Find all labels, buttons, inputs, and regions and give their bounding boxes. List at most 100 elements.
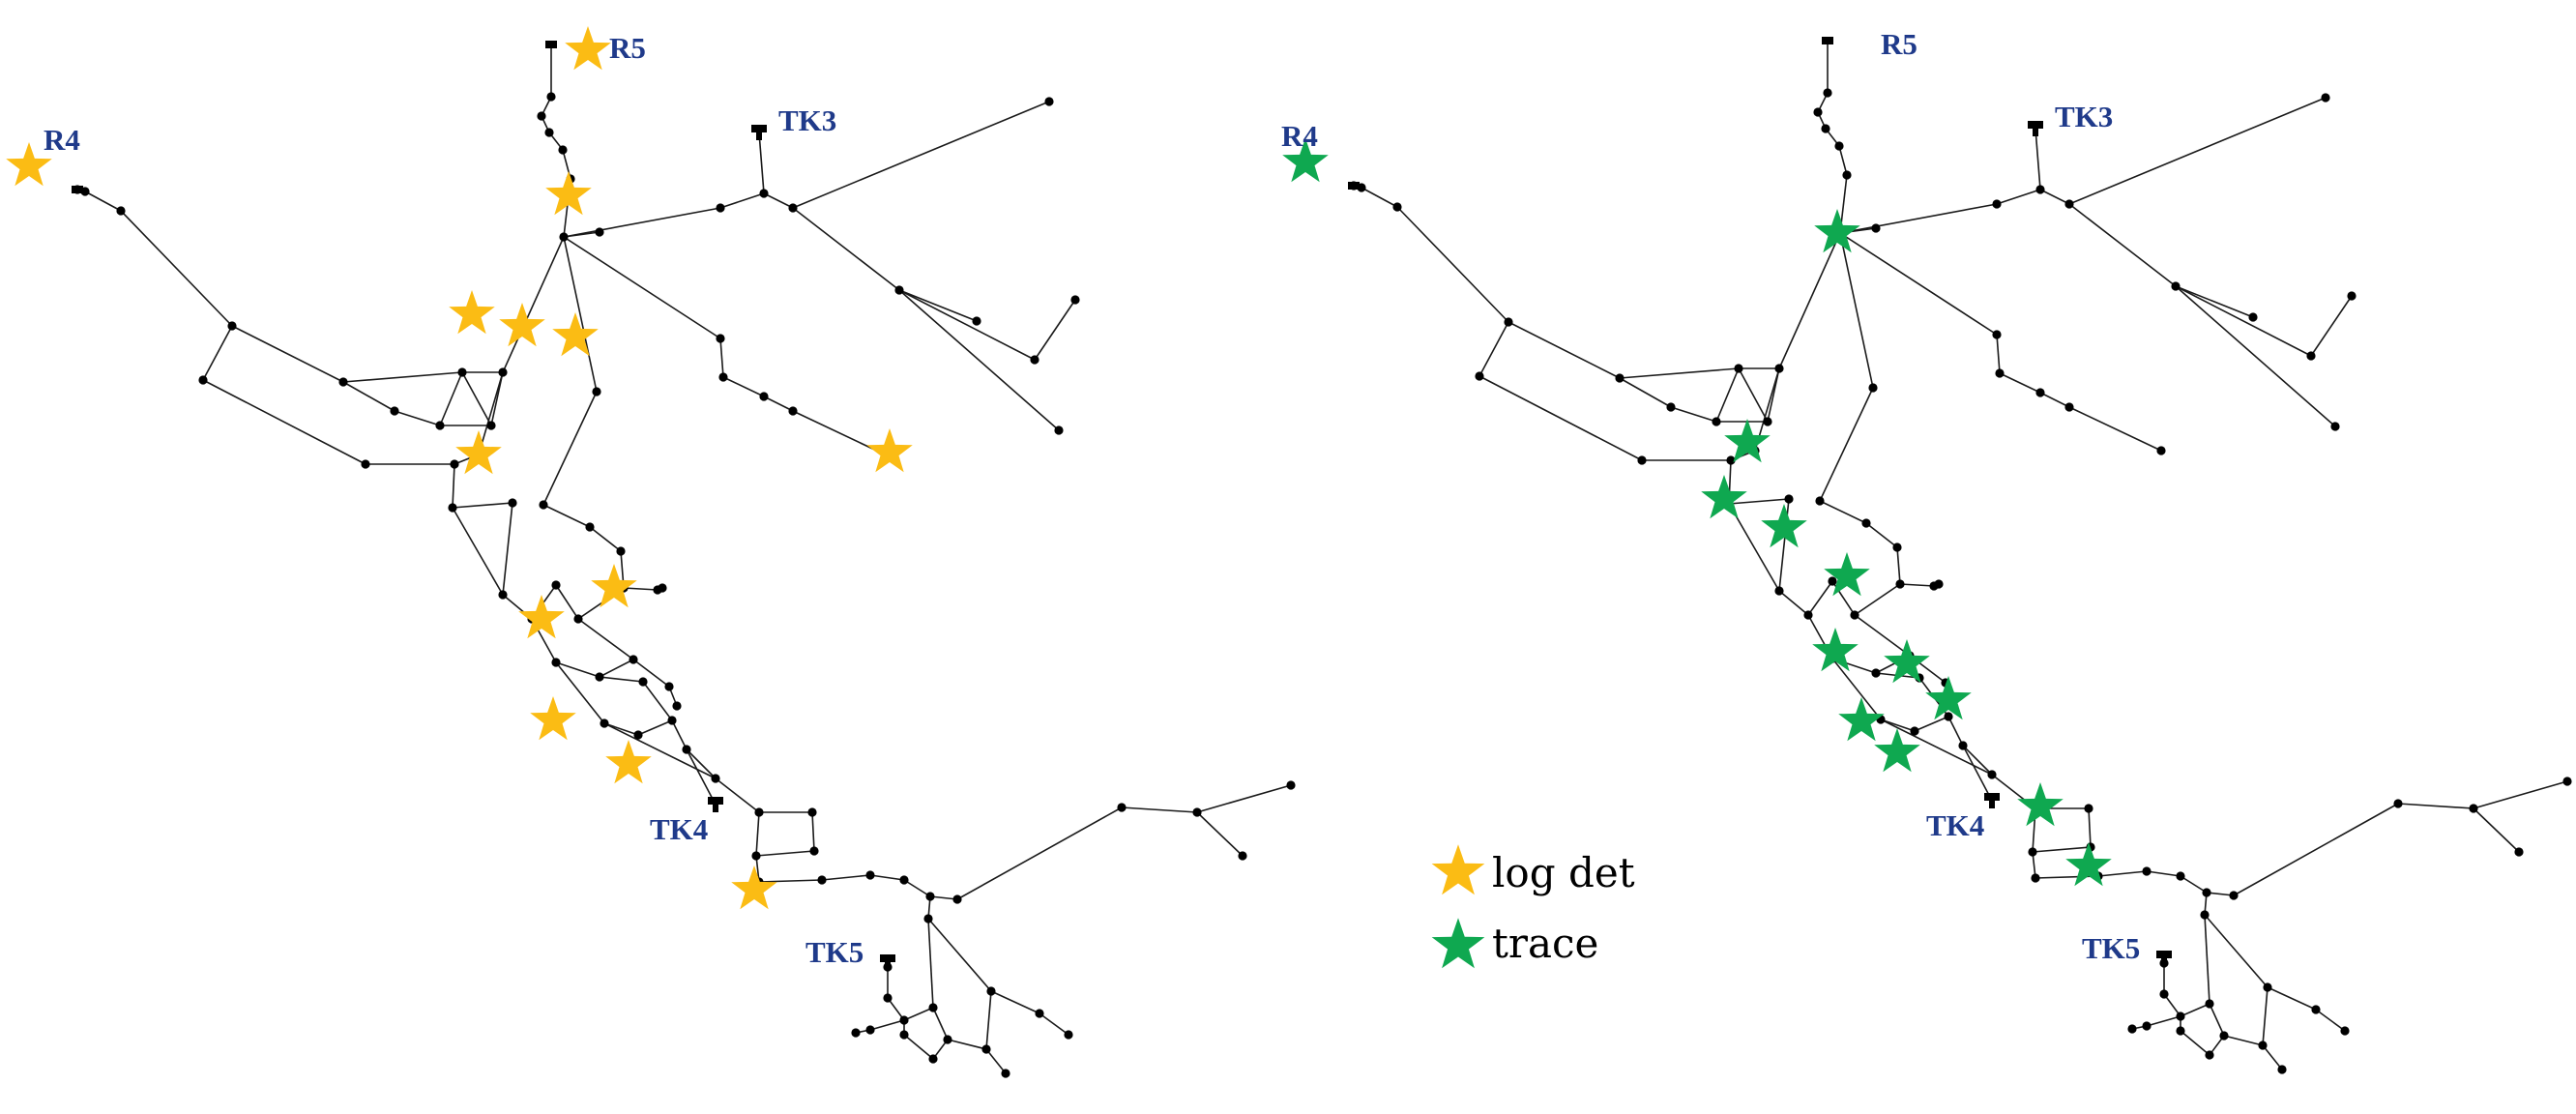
junction-node (925, 892, 935, 901)
pipe-segment (686, 748, 717, 806)
junction-nodes (73, 92, 1296, 1078)
junction-node (1615, 373, 1625, 383)
node-labels: R4 R5 TK3 TK4 TK5 (44, 31, 864, 969)
junction-node (338, 377, 348, 387)
junction-node (1987, 770, 1997, 779)
pipe-segment (599, 676, 644, 683)
junction-node (865, 870, 875, 880)
legend-star-icon-logdet (1431, 844, 1485, 895)
junction-node (1784, 494, 1794, 504)
label-tk4: TK4 (1926, 808, 1984, 842)
junction-node (1001, 1069, 1010, 1078)
pipe-segment (1899, 583, 1935, 587)
pipe-segment (811, 811, 815, 852)
junction-node (672, 701, 682, 711)
pipe-segment (2032, 846, 2092, 853)
junction-node (2321, 93, 2330, 103)
junction-node (809, 846, 819, 856)
pipe-segment (1508, 321, 1621, 379)
junction-node (1192, 807, 1202, 817)
junction-node (1871, 223, 1881, 233)
tank-icon (1984, 793, 2000, 808)
pipe-segment (542, 504, 591, 528)
pipe-segment (719, 337, 724, 378)
pipe-segment (555, 661, 600, 678)
pipe-segment (1039, 1012, 1069, 1036)
pipe-segment (2146, 1015, 2181, 1027)
junction-node (851, 1028, 861, 1038)
pipe-segment (461, 371, 492, 426)
pipe-segment (985, 1048, 1007, 1074)
pipe-segment (763, 192, 794, 209)
pipe-segment (342, 381, 395, 412)
junction-node (2202, 888, 2211, 897)
junction-node (558, 145, 568, 155)
pipe-segment (2175, 285, 2312, 357)
pipe-segment (1670, 406, 1717, 423)
pipe-segment (2223, 1035, 2264, 1046)
junction-node (2393, 799, 2403, 808)
tank-icon (880, 954, 895, 970)
junction-node (508, 498, 517, 508)
pipe-network (1353, 44, 2568, 1070)
pipe-segment (792, 207, 900, 291)
junction-node (711, 774, 720, 783)
pipe-segment (1854, 614, 1911, 657)
junction-node (1895, 579, 1905, 589)
logdet-star-icon (565, 26, 611, 71)
pipe-segment (1396, 206, 1509, 323)
pipe-segment (758, 132, 765, 194)
pipe-segment (2262, 986, 2269, 1046)
junction-node (807, 807, 817, 817)
junction-node (559, 232, 569, 242)
pipe-segment (2209, 1003, 2225, 1037)
pipe-segment (898, 289, 1036, 361)
junction-node (551, 580, 561, 590)
pipe-segment (1778, 232, 1841, 369)
pipe-segment (1619, 377, 1672, 408)
junction-node (2340, 1026, 2350, 1036)
pipe-segment (1865, 522, 1898, 548)
junction-node (600, 718, 609, 728)
junction-node (1842, 170, 1852, 180)
pipe-segment (763, 396, 794, 412)
pipe-segment (2088, 807, 2092, 848)
junction-node (2084, 804, 2093, 813)
junction-node (1828, 576, 1837, 586)
pipe-segment (990, 990, 1040, 1014)
pipe-segment (2034, 128, 2041, 191)
junction-node (2200, 910, 2210, 920)
trace-star-icon (1701, 475, 1747, 519)
junction-node (2205, 999, 2214, 1009)
pipe-segment (2204, 914, 2210, 1005)
pipe-segment (715, 777, 760, 813)
junction-node (2035, 185, 2045, 194)
junction-node (2205, 1050, 2214, 1060)
junction-node (952, 894, 962, 904)
tank-icon (2156, 951, 2172, 966)
junction-node (1712, 417, 1721, 426)
pipe-segment (2034, 875, 2099, 879)
label-r5: R5 (1881, 27, 1917, 61)
pipe-segment (929, 895, 958, 900)
junction-node (1868, 383, 1878, 393)
junction-node (2248, 312, 2258, 322)
pipe-segment (2262, 1044, 2283, 1070)
junction-node (894, 285, 904, 295)
pipe-segment (2175, 285, 2336, 427)
pipe-segment (2473, 780, 2568, 809)
node-labels: R4 R5 TK3 TK4 TK5 (1281, 27, 2140, 965)
label-r4: R4 (44, 123, 80, 157)
pipe-segment (1478, 321, 1509, 377)
junction-node (2156, 446, 2166, 455)
junction-node (616, 546, 626, 556)
junction-node (2229, 891, 2239, 900)
tank-icon (2028, 121, 2043, 136)
pipe-segment (898, 289, 1060, 431)
junction-node (573, 614, 583, 624)
junction-node (2514, 847, 2524, 857)
junction-node (2277, 1065, 2287, 1074)
pipe-segment (1854, 583, 1901, 616)
pipe-segment (1619, 367, 1740, 379)
pipe-segment (2233, 803, 2399, 896)
